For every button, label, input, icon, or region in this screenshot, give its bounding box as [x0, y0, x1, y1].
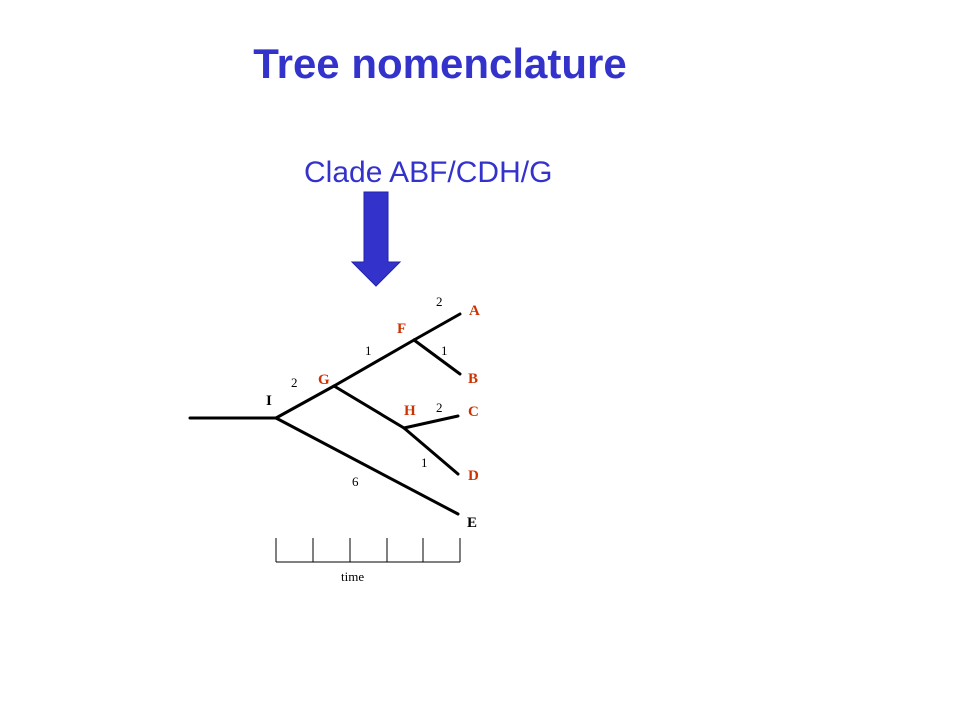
node-F-label: F — [397, 321, 406, 337]
branch-length-E: 6 — [352, 474, 359, 489]
leaf-E-label: E — [467, 515, 477, 531]
branch-D — [402, 426, 460, 476]
slide-title: Tree nomenclature — [253, 40, 627, 87]
leaf-D-label: D — [468, 468, 479, 484]
branch-length-B: 1 — [441, 343, 448, 358]
branch-B — [412, 338, 462, 376]
leaf-C-label: C — [468, 404, 479, 420]
branch-C — [402, 414, 460, 430]
branch-length-D: 1 — [421, 455, 428, 470]
leaf-A-label: A — [469, 303, 480, 319]
branch-length-A: 2 — [436, 294, 443, 309]
branch-G — [274, 384, 336, 420]
time-axis-label: time — [341, 569, 364, 584]
branch-length-C: 2 — [436, 400, 443, 415]
time-axis — [275, 538, 461, 563]
branch-E — [274, 416, 460, 516]
leaf-B-label: B — [468, 371, 478, 387]
slide-subtitle: Clade ABF/CDH/G — [304, 156, 553, 189]
branch-length-F: 1 — [365, 343, 372, 358]
tree-branches — [188, 312, 462, 516]
branch-A — [412, 312, 462, 342]
node-H-label: H — [404, 403, 416, 419]
branch-length-G: 2 — [291, 375, 298, 390]
root-node-label: I — [266, 393, 272, 409]
node-G-label: G — [318, 372, 330, 388]
branch-H — [332, 384, 406, 430]
down-arrow-icon — [350, 191, 402, 287]
branch-F — [332, 338, 416, 388]
